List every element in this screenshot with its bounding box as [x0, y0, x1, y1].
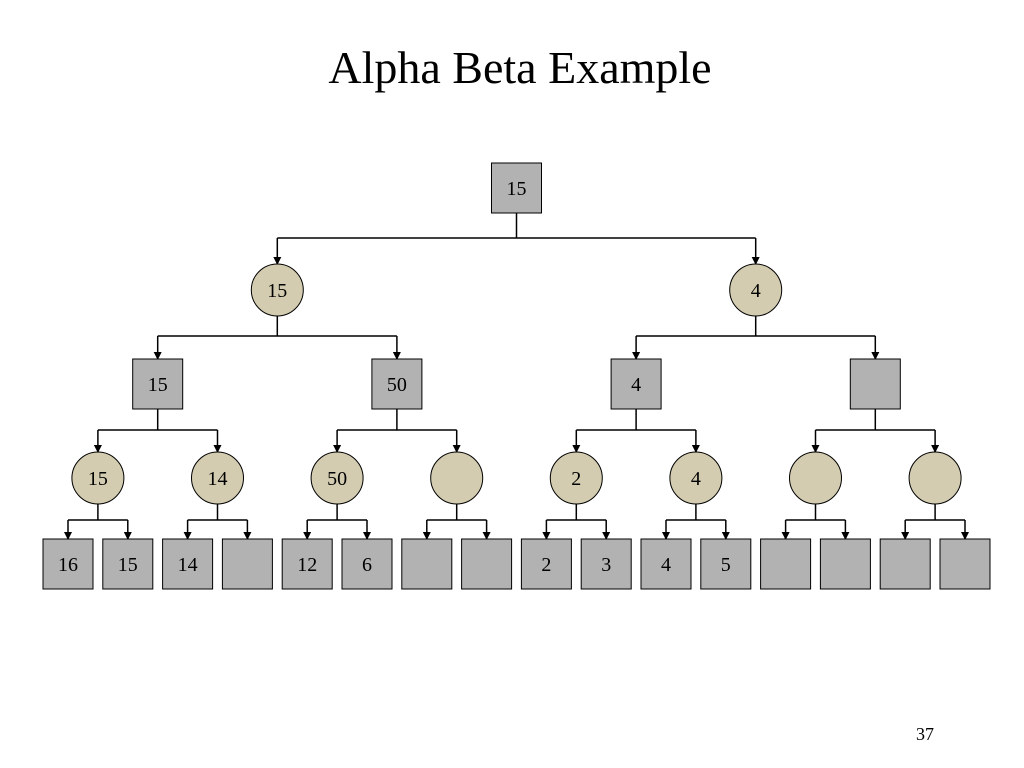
node-value: 15 — [148, 374, 168, 396]
node-value: 6 — [362, 554, 372, 576]
square-node-shape — [520, 538, 572, 590]
square-node-shape — [162, 538, 214, 590]
leaf-node — [939, 538, 991, 590]
square-node-shape — [879, 538, 931, 590]
min-node — [908, 451, 962, 505]
node-value: 3 — [601, 554, 611, 576]
square-node-shape — [401, 538, 453, 590]
square-node-shape — [42, 538, 94, 590]
min-node: 4 — [669, 451, 723, 505]
square-node-shape — [819, 538, 871, 590]
node-value: 14 — [208, 468, 228, 490]
node-value: 15 — [118, 554, 138, 576]
max-node: 15 — [132, 358, 184, 410]
leaf-node: 2 — [520, 538, 572, 590]
min-node: 4 — [729, 263, 783, 317]
square-node-shape — [461, 538, 513, 590]
circle-node-shape — [71, 451, 125, 505]
square-node-shape — [760, 538, 812, 590]
node-value: 50 — [327, 468, 347, 490]
leaf-node: 4 — [640, 538, 692, 590]
leaf-node: 6 — [341, 538, 393, 590]
min-node — [789, 451, 842, 505]
max-node — [849, 358, 901, 410]
node-value: 2 — [541, 554, 551, 576]
square-node-shape — [580, 538, 632, 590]
leaf-node: 3 — [580, 538, 632, 590]
circle-node-shape — [729, 263, 783, 317]
square-node-shape — [491, 162, 542, 214]
circle-node-shape — [310, 451, 364, 505]
square-node-shape — [371, 358, 423, 410]
node-value: 16 — [58, 554, 78, 576]
leaf-node — [401, 538, 453, 590]
root-max-node: 15 — [491, 162, 542, 214]
node-value: 14 — [178, 554, 198, 576]
circle-node-shape — [549, 451, 603, 505]
node-value: 50 — [387, 374, 407, 396]
page-number: 37 — [916, 724, 934, 744]
node-value: 4 — [751, 280, 761, 302]
node-value: 12 — [297, 554, 317, 576]
square-node-shape — [610, 358, 662, 410]
node-value: 5 — [721, 554, 731, 576]
square-node-shape — [132, 358, 184, 410]
leaf-node — [879, 538, 931, 590]
square-node-shape — [221, 538, 273, 590]
node-value: 4 — [661, 554, 671, 576]
circle-node-shape — [191, 451, 244, 505]
min-node — [430, 451, 484, 505]
leaf-node — [221, 538, 273, 590]
circle-node-shape — [789, 451, 842, 505]
max-node: 50 — [371, 358, 423, 410]
min-node: 15 — [71, 451, 125, 505]
circle-node-shape — [908, 451, 962, 505]
leaf-node: 5 — [700, 538, 752, 590]
square-node-shape — [102, 538, 154, 590]
node-value: 15 — [267, 280, 287, 302]
square-node-shape — [281, 538, 333, 590]
square-node-shape — [640, 538, 692, 590]
tree-edges — [64, 213, 969, 540]
min-node: 2 — [549, 451, 603, 505]
leaf-node — [461, 538, 513, 590]
square-node-shape — [939, 538, 991, 590]
min-node: 14 — [191, 451, 244, 505]
slide-title: Alpha Beta Example — [328, 42, 712, 93]
square-node-shape — [341, 538, 393, 590]
node-value: 15 — [88, 468, 108, 490]
leaf-node: 12 — [281, 538, 333, 590]
min-node: 15 — [250, 263, 304, 317]
square-node-shape — [700, 538, 752, 590]
leaf-node: 14 — [162, 538, 214, 590]
circle-node-shape — [669, 451, 723, 505]
leaf-node: 16 — [42, 538, 94, 590]
circle-node-shape — [250, 263, 304, 317]
square-node-shape — [849, 358, 901, 410]
node-value: 15 — [507, 178, 527, 200]
node-value: 4 — [691, 468, 701, 490]
circle-node-shape — [430, 451, 484, 505]
min-node: 50 — [310, 451, 364, 505]
max-node: 4 — [610, 358, 662, 410]
leaf-node — [760, 538, 812, 590]
leaf-node — [819, 538, 871, 590]
node-value: 2 — [571, 468, 581, 490]
node-value: 4 — [631, 374, 641, 396]
leaf-node: 15 — [102, 538, 154, 590]
tree-nodes: 15 15 4 15 50 4 15 14 50 2 4 16 15 14 12 6 2 3 4 5 — [42, 162, 991, 590]
